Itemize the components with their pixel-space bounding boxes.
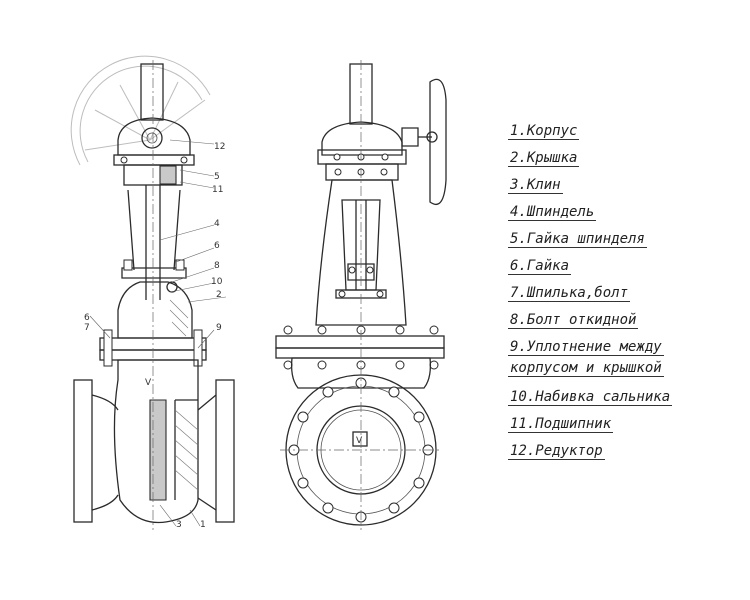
legend-item-8: 8.Болт откидной [508,311,740,338]
legend-label: 3.Клин [508,177,563,194]
legend-label: 8.Болт откидной [508,312,639,329]
callout-7: 7 [84,323,90,333]
legend-label: 2.Крышка [508,150,580,167]
legend-item-2: 2.Крышка [508,149,740,176]
legend-item-6: 6.Гайка [508,257,740,284]
legend-item-7: 7.Шпилька,болт [508,284,740,311]
legend-item-1: 1.Корпус [508,122,740,149]
parts-legend: 1.Корпус 2.Крышка 3.Клин 4.Шпиндель 5.Га… [508,122,740,469]
legend-item-12: 12.Редуктор [508,442,740,469]
callout-8: 8 [214,261,220,271]
legend-item-5: 5.Гайка шпинделя [508,230,740,257]
callout-1: 1 [200,520,206,530]
legend-label: 10.Набивка сальника [508,389,673,406]
callout-4: 4 [214,219,220,229]
svg-text:V: V [145,378,152,388]
legend-label: 9.Уплотнение между [508,339,664,356]
callout-5: 5 [214,172,220,182]
callout-11: 11 [212,185,223,195]
legend-label: 1.Корпус [508,123,580,140]
legend-item-4: 4.Шпиндель [508,203,740,230]
legend-label: 4.Шпиндель [508,204,597,221]
flange-bolt-circle [288,377,434,523]
callout-9: 9 [216,323,222,333]
front-view: V [275,60,447,530]
side-section-view: V [70,55,235,530]
legend-label: 5.Гайка шпинделя [508,231,647,248]
callout-12: 12 [214,142,225,152]
legend-label: 7.Шпилька,болт [508,285,631,302]
callout-6a: 6 [214,241,220,251]
callout-6b: 6 [84,313,90,323]
callout-10: 10 [211,277,223,287]
legend-label: 12.Редуктор [508,443,605,460]
legend-item-11: 11.Подшипник [508,415,740,442]
svg-text:V: V [356,436,363,446]
part-callouts: 12 5 11 4 6 8 10 2 6 7 9 3 1 [84,139,227,530]
callout-2: 2 [216,290,222,300]
legend-label: 11.Подшипник [508,416,614,433]
legend-item-10: 10.Набивка сальника [508,388,740,415]
callout-3: 3 [176,520,182,530]
legend-item-9: 9.Уплотнение между корпусом и крышкой [508,338,740,380]
legend-label-continued: корпусом и крышкой [508,360,664,377]
legend-label: 6.Гайка [508,258,572,275]
legend-item-3: 3.Клин [508,176,740,203]
